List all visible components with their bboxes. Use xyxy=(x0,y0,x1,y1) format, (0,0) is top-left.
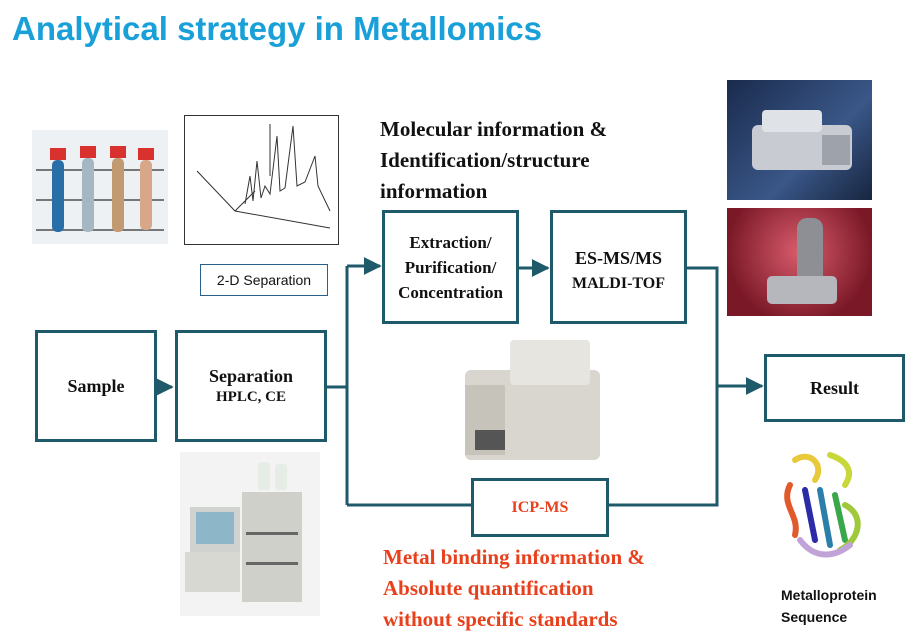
separation-title: Separation xyxy=(208,366,293,386)
molecular-info-heading: Molecular information & Identification/s… xyxy=(380,117,608,203)
page-title: Analytical strategy in Metallomics xyxy=(12,10,543,47)
icpms-label: ICP-MS xyxy=(511,498,569,516)
metalloprotein-caption: Metalloprotein Sequence xyxy=(781,587,877,625)
result-box: Result xyxy=(764,354,905,422)
separation-2d-label: 2-D Separation xyxy=(200,264,328,296)
icp-ms-instrument-image xyxy=(455,330,605,470)
result-label: Result xyxy=(810,377,859,398)
extraction-box: Extraction/ Purification/ Concentration xyxy=(382,210,519,324)
hplc-system-image xyxy=(180,452,320,616)
sample-label: Sample xyxy=(67,375,125,396)
metalloprotein-structure-image xyxy=(775,445,870,565)
esms-box: ES-MS/MS MALDI-TOF xyxy=(550,210,687,324)
esi-ms-instrument-image xyxy=(727,80,872,200)
line-icpms-merge xyxy=(609,386,719,507)
sample-box: Sample xyxy=(35,330,157,442)
line-esms-merge xyxy=(687,266,719,386)
test-tubes-image xyxy=(32,130,168,244)
extraction-line-2: Purification/ xyxy=(404,257,497,277)
esms-line-1: ES-MS/MS xyxy=(574,248,662,268)
separation-box: Separation HPLC, CE xyxy=(175,330,327,442)
maldi-tof-instrument-image xyxy=(727,208,872,316)
esms-line-2: MALDI-TOF xyxy=(571,275,666,292)
icpms-box: ICP-MS xyxy=(471,478,609,537)
metal-info-heading: Metal binding information & Absolute qua… xyxy=(383,545,645,631)
extraction-line-1: Extraction/ xyxy=(409,232,492,252)
separation-subtitle: HPLC, CE xyxy=(215,389,286,405)
chromatogram-2d-image xyxy=(184,115,339,245)
extraction-line-3: Concentration xyxy=(398,282,503,302)
